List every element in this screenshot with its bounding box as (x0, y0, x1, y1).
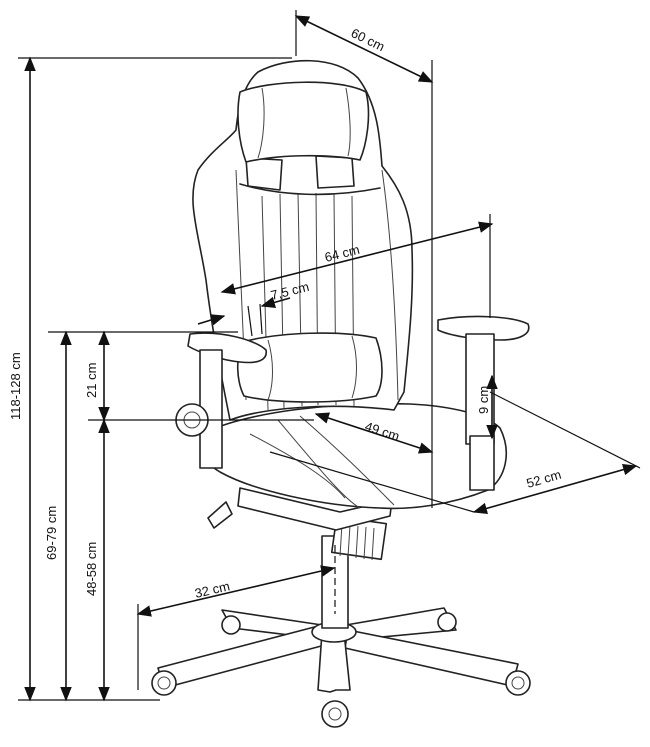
dimension-lines (18, 10, 641, 702)
label-armrest-total-height: 69-79 cm (44, 506, 59, 560)
caster-wheel (221, 615, 241, 635)
lumbar-pillow (236, 332, 383, 403)
caster-wheel (151, 670, 177, 696)
extension-line-seat-width (489, 391, 641, 469)
label-base-radius: 32 cm (193, 578, 231, 601)
caster-wheel (505, 670, 531, 696)
gas-lift (321, 515, 388, 629)
caster-wheel (437, 612, 457, 632)
tilt-mechanism (207, 487, 393, 531)
caster-wheels (151, 612, 531, 728)
extension-line-lumbar-b (259, 303, 263, 335)
dimension-seat-width (472, 463, 638, 515)
label-depth-top: 60 cm (349, 25, 387, 54)
extension-line-lumbar-a (247, 305, 253, 337)
dimension-seat-depth (314, 412, 434, 454)
headrest-pillow (237, 81, 370, 163)
label-armrest-adjust: 9 cm (476, 386, 491, 414)
dimension-lumbar-width (197, 314, 226, 326)
label-seat-width: 52 cm (525, 467, 563, 491)
dimension-lumbar-width-right (260, 296, 291, 308)
label-total-height: 118-128 cm (8, 352, 23, 420)
armrest-left (175, 332, 267, 469)
label-seat-height: 48-58 cm (84, 542, 99, 596)
dimension-depth-top (294, 15, 434, 83)
caster-wheel (321, 700, 349, 728)
gaming-chair-drawing (151, 59, 531, 728)
dimension-backrest-width (220, 221, 494, 295)
armrest-right (437, 315, 530, 491)
star-base (157, 607, 519, 693)
label-armrest-height: 21 cm (84, 363, 99, 398)
extension-line-seat-front (269, 451, 475, 513)
dimension-base-radius (136, 565, 336, 617)
